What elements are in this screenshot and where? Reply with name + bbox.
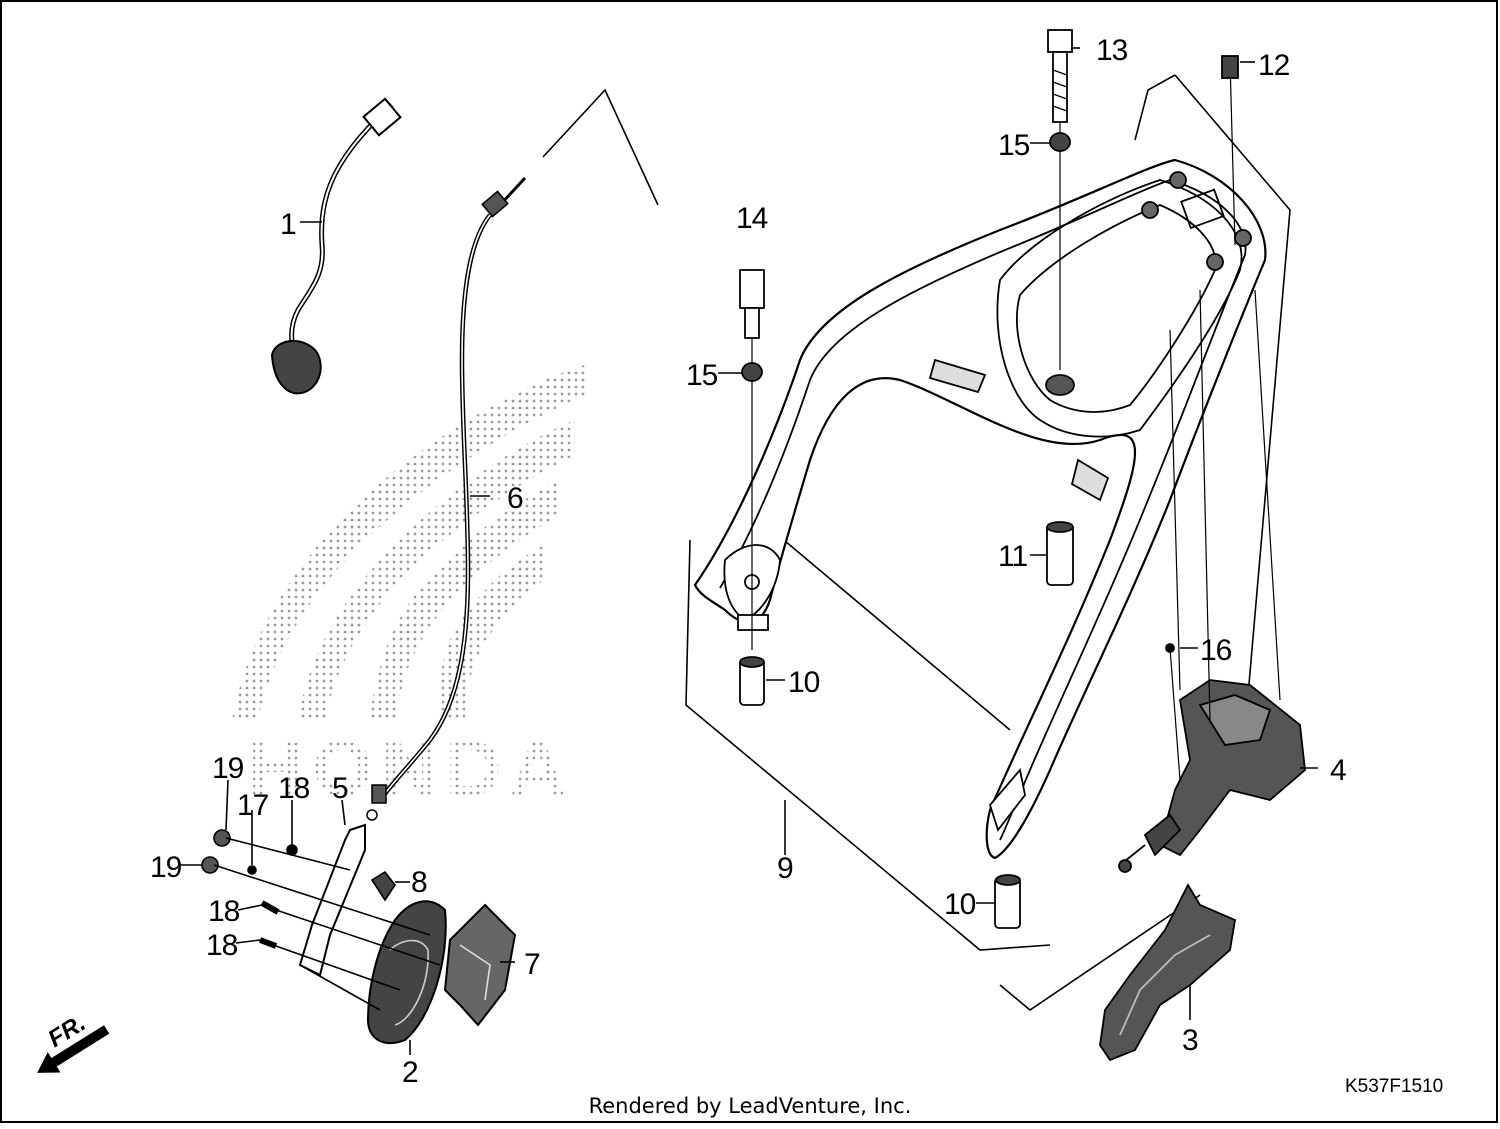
part-1-wire-harness bbox=[270, 97, 402, 395]
callout-15-upper: 15 bbox=[998, 129, 1030, 162]
honda-wing-watermark-icon: HONDA bbox=[232, 365, 585, 812]
callout-13: 13 bbox=[1096, 34, 1128, 67]
callout-18-top: 18 bbox=[278, 772, 310, 805]
callout-2: 2 bbox=[402, 1056, 418, 1089]
callout-9: 9 bbox=[777, 852, 793, 885]
callout-7: 7 bbox=[524, 948, 540, 981]
callout-10-lower: 10 bbox=[944, 888, 976, 921]
part-3-cover bbox=[1099, 883, 1237, 1062]
guide-lines bbox=[542, 74, 1291, 1011]
callout-15-lower: 15 bbox=[686, 359, 718, 392]
callout-8: 8 bbox=[411, 866, 427, 899]
fasteners bbox=[739, 29, 1239, 781]
callout-19-left: 19 bbox=[150, 851, 182, 884]
part-9-rear-rack bbox=[693, 158, 1267, 860]
callout-12: 12 bbox=[1258, 49, 1290, 82]
callout-17: 17 bbox=[237, 789, 269, 822]
callout-16: 16 bbox=[1200, 634, 1232, 667]
collars bbox=[739, 521, 1074, 929]
callout-10-upper: 10 bbox=[788, 666, 820, 699]
callout-18-middle: 18 bbox=[208, 895, 240, 928]
callout-labels: 1 2 3 4 5 6 7 8 9 10 10 11 12 13 14 15 1… bbox=[150, 34, 1347, 1089]
front-arrow-icon bbox=[37, 1025, 110, 1073]
lock-assembly bbox=[201, 823, 517, 1045]
callout-1: 1 bbox=[280, 208, 296, 241]
callout-6: 6 bbox=[507, 482, 523, 515]
callout-18-bottom: 18 bbox=[206, 929, 238, 962]
callout-3: 3 bbox=[1182, 1024, 1198, 1057]
callout-19-top: 19 bbox=[212, 752, 244, 785]
callout-5: 5 bbox=[332, 772, 348, 805]
callout-14: 14 bbox=[736, 202, 768, 235]
diagram-code: K537F1510 bbox=[1345, 1076, 1443, 1097]
callout-11: 11 bbox=[998, 540, 1027, 573]
callout-4: 4 bbox=[1330, 754, 1346, 787]
part-6-cable bbox=[366, 176, 527, 821]
front-direction-marker: FR. bbox=[37, 1010, 110, 1073]
footer-credit: Rendered by LeadVenture, Inc. bbox=[589, 1094, 912, 1118]
part-4-latch bbox=[1118, 289, 1306, 873]
leader-lines bbox=[178, 47, 1318, 1055]
